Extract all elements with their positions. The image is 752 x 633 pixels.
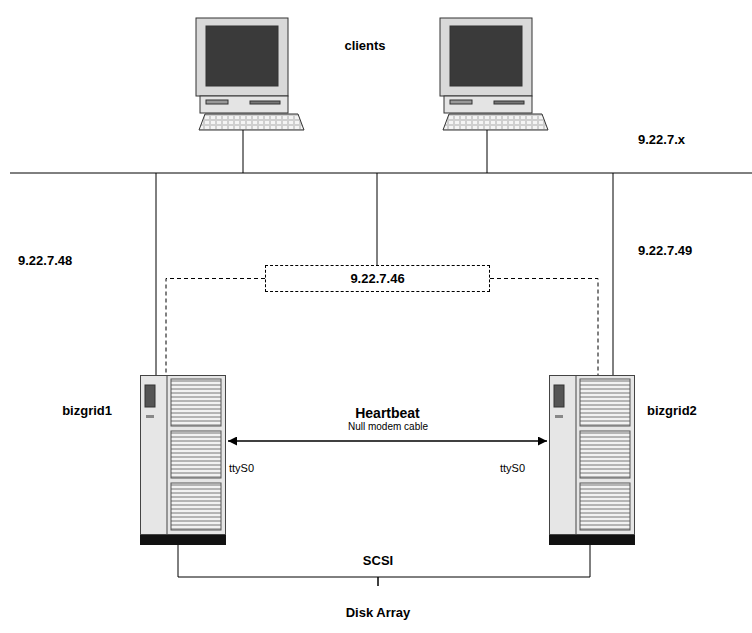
diagram-label: 9.22.7.49 [638, 243, 692, 258]
disk-array: Disk Array [330, 584, 426, 630]
diagram-label: Null modem cable [348, 421, 428, 432]
scsi-cable [378, 545, 590, 586]
client-computer [196, 18, 304, 130]
diagram-label: SCSI [363, 553, 393, 568]
virtual-ip-link [166, 279, 265, 376]
scsi-cable [178, 545, 378, 586]
network-wire [10, 130, 752, 375]
virtual-ip-box: 9.22.7.46 [265, 265, 490, 292]
edge-label: Heartbeat [355, 405, 420, 421]
virtual-ip-link [490, 279, 598, 376]
heartbeat-cable [228, 440, 547, 442]
diagram-label: 9.22.7.48 [18, 253, 72, 268]
server-node: bizgrid2 [549, 375, 635, 545]
node-label: bizgrid2 [647, 403, 697, 418]
node-label: 9.22.7.46 [350, 271, 404, 286]
diagram-label: ttyS0 [229, 462, 254, 474]
diagram-label: clients [344, 38, 385, 53]
diagram-label: ttyS0 [500, 462, 525, 474]
client-computer [440, 18, 548, 130]
node-label: bizgrid1 [62, 403, 112, 418]
server-tower [549, 375, 635, 545]
server-node: bizgrid1 [140, 375, 226, 545]
diagram-label: 9.22.7.x [638, 132, 685, 147]
node-label: Disk Array [346, 605, 411, 620]
server-tower [140, 375, 226, 545]
